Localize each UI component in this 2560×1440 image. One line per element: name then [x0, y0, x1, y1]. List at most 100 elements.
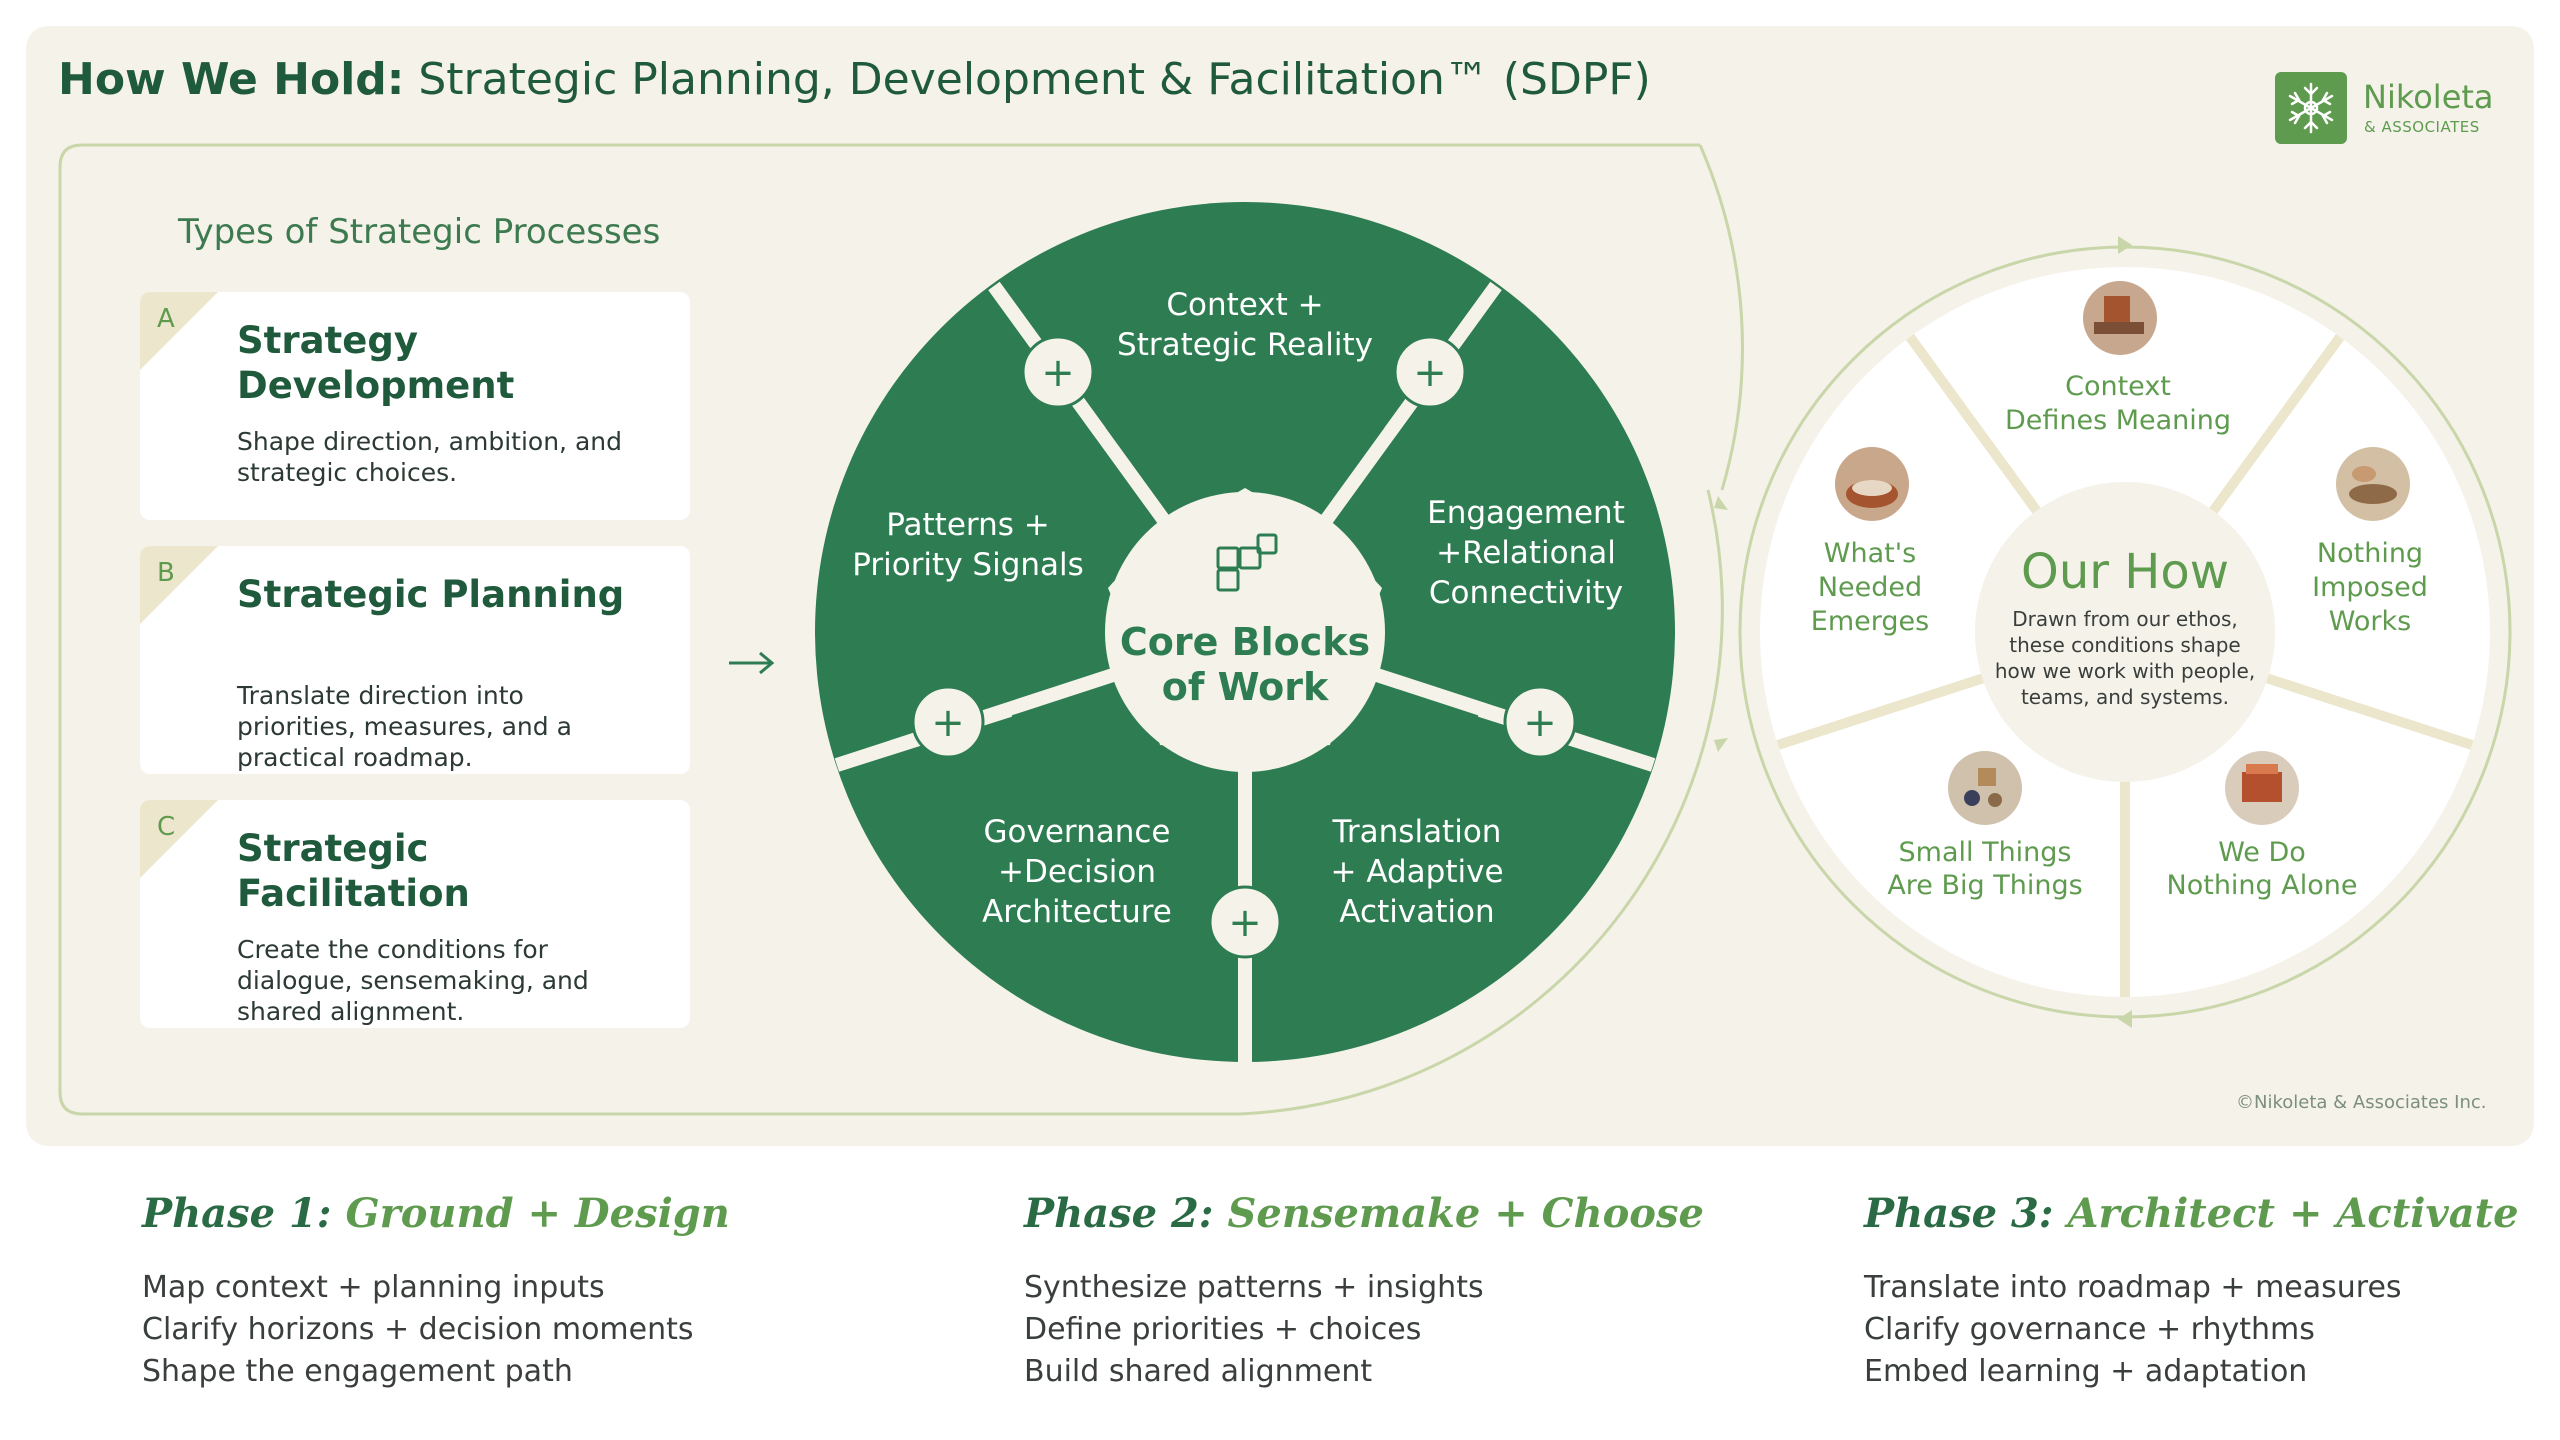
- our-how-desc-line: teams, and systems.: [2021, 685, 2229, 709]
- phase-title: Phase 3: Architect + Activate: [1864, 1190, 2560, 1237]
- block-label-line3: Architecture: [982, 894, 1172, 930]
- hands-clay-icon: [2336, 447, 2410, 521]
- title-strong: How We Hold:: [58, 54, 405, 105]
- card-title: Strategy Development: [237, 319, 515, 407]
- block-label-line2: +Relational: [1436, 535, 1616, 571]
- phase-3: Phase 3: Architect + Activate Translate …: [1864, 1190, 2560, 1393]
- logo-sub: & ASSOCIATES: [2364, 118, 2480, 136]
- how-segment-line1: We Do: [2218, 837, 2306, 868]
- our-how-title: Our How: [2021, 544, 2229, 600]
- how-segment-line3: Works: [2329, 606, 2411, 637]
- phase-item: Map context + planning inputs: [142, 1270, 605, 1305]
- card-title: Strategic Planning: [237, 573, 625, 616]
- plus-icon: +: [931, 700, 965, 746]
- block-label-line1: Translation: [1332, 814, 1502, 850]
- clay-pottery-icon: [2083, 281, 2157, 355]
- phase-label: Phase 3:: [1864, 1190, 2054, 1237]
- phase-title: Phase 2: Sensemake + Choose: [1024, 1190, 1724, 1237]
- bowl-icon: [1835, 447, 1909, 521]
- plus-node: +: [911, 685, 985, 759]
- plus-node: +: [1021, 335, 1095, 409]
- phase-item: Clarify governance + rhythms: [1864, 1312, 2315, 1347]
- our-how-desc-line: these conditions shape: [2009, 633, 2241, 657]
- process-card-a: A Strategy Development Shape direction, …: [140, 292, 690, 520]
- core-center-line1: Core Blocks: [1120, 620, 1370, 664]
- cycle-arrow-icon: [2118, 236, 2132, 254]
- card-desc: Shape direction, ambition, and strategic…: [237, 427, 622, 487]
- how-segment-line1: Small Things: [1899, 837, 2072, 868]
- plus-icon: +: [1041, 350, 1075, 396]
- our-how-desc-line: how we work with people,: [1995, 659, 2255, 683]
- block-label-line3: Connectivity: [1429, 575, 1623, 611]
- our-how-wheel: [1714, 236, 2512, 1028]
- how-segment-line2: Imposed: [2312, 572, 2428, 603]
- wood-block-icon: [2225, 751, 2299, 825]
- block-label-line2: Strategic Reality: [1117, 327, 1373, 363]
- card-corner: [140, 546, 218, 624]
- phase-name: Sensemake + Choose: [1227, 1190, 1704, 1237]
- our-how-desc-line: Drawn from our ethos,: [2012, 607, 2238, 631]
- blocks-icon: [1216, 533, 1278, 592]
- logo-name: Nikoleta: [2363, 78, 2494, 116]
- card-corner: [140, 292, 218, 370]
- cycle-arrow-icon: [1714, 738, 1728, 752]
- block-label-line1: Patterns +: [886, 507, 1050, 543]
- small-stones-icon: [1948, 751, 2022, 825]
- how-segment-line2: Defines Meaning: [2005, 405, 2231, 436]
- plus-node: +: [1393, 335, 1467, 409]
- how-segment-line1: Context: [2065, 371, 2171, 402]
- block-label-line1: Engagement: [1427, 495, 1625, 531]
- phase-1: Phase 1: Ground + Design Map context + p…: [142, 1190, 842, 1393]
- block-label-line1: Governance: [983, 814, 1170, 850]
- plus-node: +: [1208, 885, 1282, 959]
- phase-item: Define priorities + choices: [1024, 1312, 1422, 1347]
- plus-icon: +: [1523, 700, 1557, 746]
- phase-item: Embed learning + adaptation: [1864, 1354, 2308, 1389]
- phase-label: Phase 2:: [1024, 1190, 1214, 1237]
- phase-item: Synthesize patterns + insights: [1024, 1270, 1484, 1305]
- cycle-arrow-icon: [2118, 1010, 2132, 1028]
- how-segment-line2: Are Big Things: [1887, 870, 2082, 901]
- plus-icon: +: [1413, 350, 1447, 396]
- how-segment-line1: Nothing: [2317, 538, 2423, 569]
- how-segment-line2: Needed: [1818, 572, 1922, 603]
- process-card-c: C Strategic Facilitation Create the cond…: [140, 800, 690, 1028]
- snowflake-logo-icon: [2275, 72, 2347, 144]
- phase-label: Phase 1:: [142, 1190, 332, 1237]
- card-title: Strategic Facilitation: [237, 827, 470, 915]
- copyright: ©Nikoleta & Associates Inc.: [2236, 1092, 2487, 1113]
- title-rest: Strategic Planning, Development & Facili…: [418, 54, 1651, 105]
- phase-item: Translate into roadmap + measures: [1864, 1270, 2402, 1305]
- plus-node: +: [1503, 685, 1577, 759]
- card-letter: B: [157, 558, 175, 588]
- phase-name: Architect + Activate: [2067, 1190, 2519, 1237]
- block-label-line2: + Adaptive: [1330, 854, 1503, 890]
- page-title: How We Hold: Strategic Planning, Developm…: [58, 54, 1651, 105]
- card-letter: A: [157, 304, 175, 334]
- phase-name: Ground + Design: [345, 1190, 730, 1237]
- how-segment-line3: Emerges: [1811, 606, 1929, 637]
- core-center-line2: of Work: [1162, 665, 1329, 709]
- process-card-b: B Strategic Planning Translate direction…: [140, 546, 690, 774]
- block-label-line3: Activation: [1339, 894, 1494, 930]
- block-label-line1: Context +: [1166, 287, 1323, 323]
- how-segment-line2: Nothing Alone: [2167, 870, 2358, 901]
- card-desc: Translate direction into priorities, mea…: [237, 681, 572, 772]
- card-corner: [140, 800, 218, 878]
- phase-2: Phase 2: Sensemake + Choose Synthesize p…: [1024, 1190, 1724, 1393]
- phase-item: Build shared alignment: [1024, 1354, 1373, 1389]
- phase-item: Shape the engagement path: [142, 1354, 573, 1389]
- company-logo: Nikoleta & ASSOCIATES: [2275, 72, 2515, 146]
- card-desc: Create the conditions for dialogue, sens…: [237, 935, 589, 1026]
- arrow-right-icon: [729, 651, 775, 675]
- how-segment-line1: What's: [1824, 538, 1916, 569]
- plus-icon: +: [1228, 900, 1262, 946]
- card-letter: C: [157, 812, 176, 842]
- block-label-line2: +Decision: [998, 854, 1156, 890]
- cycle-arrow-icon: [1714, 496, 1728, 510]
- block-label-line2: Priority Signals: [852, 547, 1084, 583]
- types-heading: Types of Strategic Processes: [178, 212, 661, 252]
- phase-item: Clarify horizons + decision moments: [142, 1312, 694, 1347]
- phase-title: Phase 1: Ground + Design: [142, 1190, 842, 1237]
